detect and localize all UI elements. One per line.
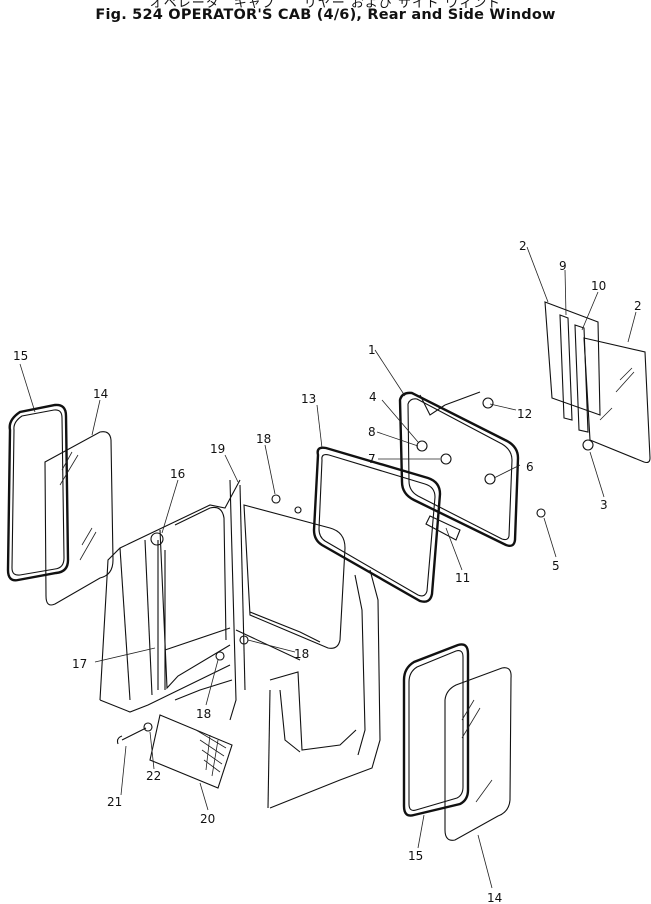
callout-21: 21 [107, 795, 122, 809]
callout-6: 6 [526, 460, 534, 474]
callout-9: 9 [559, 259, 567, 273]
callout-19: 19 [210, 442, 225, 456]
callout-labels: 1 2 2 3 4 5 6 7 8 9 10 11 12 13 14 14 15… [13, 239, 642, 904]
callout-20: 20 [200, 812, 215, 826]
window-seal-15-right [402, 643, 470, 817]
window-glass-14-left [44, 431, 114, 606]
callout-4: 4 [369, 390, 377, 404]
callout-10: 10 [591, 279, 606, 293]
callout-13: 13 [301, 392, 316, 406]
cab-frame [99, 479, 381, 809]
window-glass-14-right [444, 667, 512, 841]
callout-14b: 14 [487, 891, 502, 904]
callout-12: 12 [517, 407, 532, 421]
callout-7: 7 [368, 452, 376, 466]
callout-15b: 15 [408, 849, 423, 863]
callout-5: 5 [552, 559, 560, 573]
window-seal-15-left [6, 403, 70, 582]
callout-18c: 18 [196, 707, 211, 721]
figure-title: Fig. 524 OPERATOR'S CAB (4/6), Rear and … [95, 7, 556, 23]
leader-lines [19, 246, 637, 889]
small-hardware [116, 397, 594, 745]
figure-title-japanese: オペレータ キャブ リヤー および サイド ウィンド [149, 0, 502, 11]
callout-14a: 14 [93, 387, 108, 401]
callout-22: 22 [146, 769, 161, 783]
callout-17: 17 [72, 657, 87, 671]
callout-2a: 2 [519, 239, 527, 253]
mesh-screen-20 [149, 714, 233, 789]
callout-15a: 15 [13, 349, 28, 363]
callout-11: 11 [455, 571, 470, 585]
rear-window-glass-assembly [544, 301, 651, 464]
window-frame-1 [398, 391, 520, 548]
callout-2b: 2 [634, 299, 642, 313]
callout-8: 8 [368, 425, 376, 439]
callout-3: 3 [600, 498, 608, 512]
callout-18a: 18 [256, 432, 271, 446]
callout-16: 16 [170, 467, 185, 481]
window-seal-13 [312, 446, 442, 603]
callout-1: 1 [368, 343, 376, 357]
callout-18b: 18 [294, 647, 309, 661]
